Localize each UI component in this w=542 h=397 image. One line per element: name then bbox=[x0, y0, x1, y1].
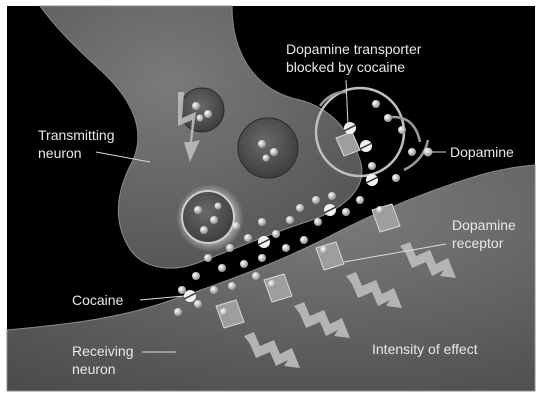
transmitting-neuron-label-line1: Transmitting bbox=[38, 127, 115, 143]
cocaine-label: Cocaine bbox=[72, 292, 124, 308]
receiving-neuron-label-line1: Receiving bbox=[72, 343, 133, 359]
intensity-of-effect-label: Intensity of effect bbox=[372, 341, 478, 357]
transporter-label-line1: Dopamine transporter bbox=[286, 41, 422, 57]
receptor-label-line2: receptor bbox=[452, 235, 504, 251]
receptor-label-line1: Dopamine bbox=[452, 217, 516, 233]
receiving-neuron-label-line2: neuron bbox=[72, 361, 116, 377]
dopamine-label: Dopamine bbox=[450, 144, 514, 160]
transmitting-neuron-label-line2: neuron bbox=[38, 145, 82, 161]
transporter-label-line2: blocked by cocaine bbox=[286, 59, 405, 75]
